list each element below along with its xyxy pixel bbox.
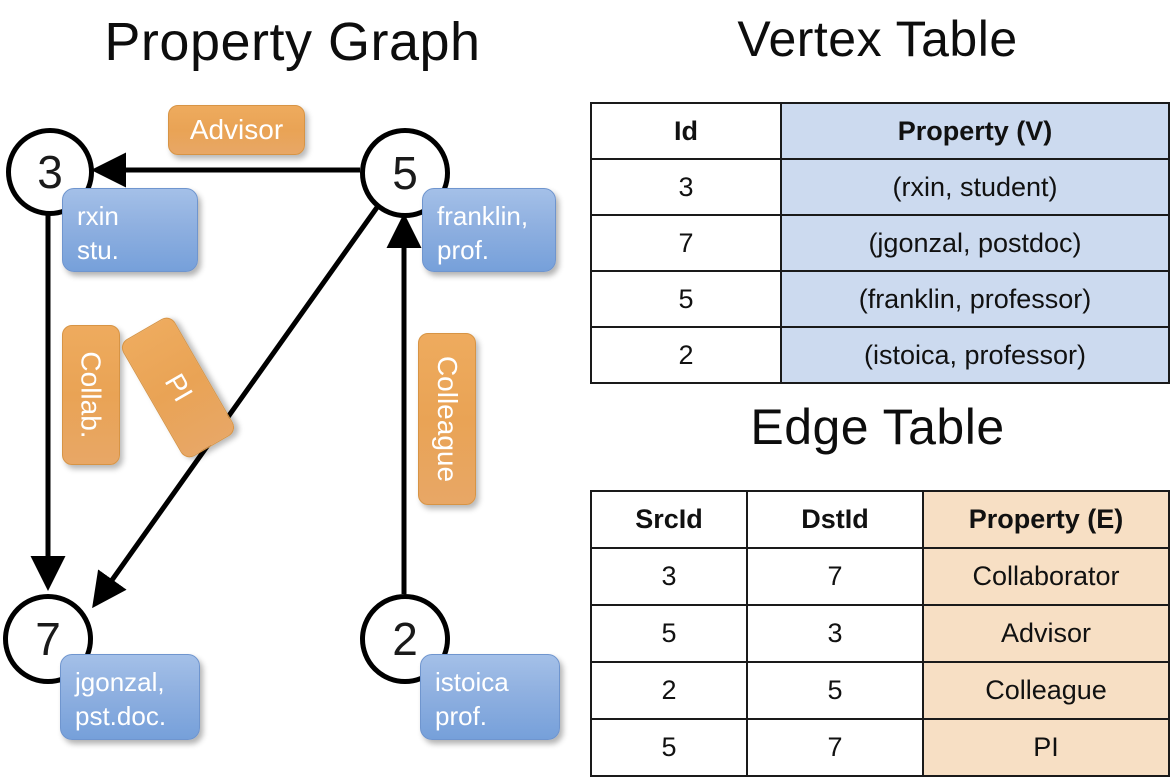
edge-table-header-row: SrcId DstId Property (E) <box>590 490 1170 549</box>
table-row[interactable]: 3 7 Collaborator <box>590 547 1170 606</box>
edge-cell-property: Advisor <box>922 604 1170 663</box>
edge-label-pi-text: PI <box>158 368 199 407</box>
graph-node-2-label: 2 <box>392 613 418 665</box>
vertex-cell-id: 2 <box>590 326 782 384</box>
edge-table-header-dstid: DstId <box>746 490 924 549</box>
edge-cell-property: Collaborator <box>922 547 1170 606</box>
edge-label-advisor: Advisor <box>168 105 305 155</box>
table-row[interactable]: 3 (rxin, student) <box>590 158 1170 216</box>
property-graph-diagram: 3 5 7 2 rxin stu. franklin, prof. jgonza… <box>0 0 585 760</box>
edge-table-header-srcid: SrcId <box>590 490 748 549</box>
edge-cell-dstid: 7 <box>746 718 924 777</box>
graph-node-5-label: 5 <box>392 147 418 199</box>
vertex-table-header-property: Property (V) <box>780 102 1170 160</box>
node-property-3-line1: rxin <box>77 201 119 231</box>
node-property-7-line2: pst.doc. <box>75 701 167 731</box>
edge-cell-dstid: 5 <box>746 661 924 720</box>
vertex-cell-property: (istoica, professor) <box>780 326 1170 384</box>
edge-label-colleague-text: Colleague <box>432 355 464 483</box>
node-property-7-line1: jgonzal, <box>75 667 165 697</box>
node-property-box-2: istoica prof. <box>420 654 560 740</box>
table-row[interactable]: 7 (jgonzal, postdoc) <box>590 214 1170 272</box>
vertex-table-header-row: Id Property (V) <box>590 102 1170 160</box>
node-property-box-3: rxin stu. <box>62 188 198 272</box>
node-property-2-line1: istoica <box>435 667 509 697</box>
edge-table-header-property: Property (E) <box>922 490 1170 549</box>
graph-edge-arrows <box>30 152 422 609</box>
edge-cell-srcid: 3 <box>590 547 748 606</box>
edge-cell-srcid: 5 <box>590 604 748 663</box>
table-row[interactable]: 5 7 PI <box>590 718 1170 777</box>
edge-label-collab-text: Collab. <box>76 351 108 439</box>
edge-table: SrcId DstId Property (E) 3 7 Collaborato… <box>590 490 1170 777</box>
vertex-cell-property: (rxin, student) <box>780 158 1170 216</box>
graph-node-2[interactable]: 2 <box>360 594 450 684</box>
graph-node-7-label: 7 <box>35 613 61 665</box>
vertex-table: Id Property (V) 3 (rxin, student) 7 (jgo… <box>590 102 1170 384</box>
edge-cell-property: Colleague <box>922 661 1170 720</box>
vertex-cell-id: 3 <box>590 158 782 216</box>
edge-label-collab: Collab. <box>62 325 120 465</box>
edge-cell-property: PI <box>922 718 1170 777</box>
page-title-vertex-table: Vertex Table <box>737 11 1018 67</box>
edge-cell-srcid: 2 <box>590 661 748 720</box>
edge-cell-dstid: 7 <box>746 547 924 606</box>
vertex-cell-id: 5 <box>590 270 782 328</box>
graph-node-3-label: 3 <box>37 146 63 198</box>
node-property-box-7: jgonzal, pst.doc. <box>60 654 200 740</box>
table-row[interactable]: 2 (istoica, professor) <box>590 326 1170 384</box>
node-property-3-line2: stu. <box>77 235 119 265</box>
table-row[interactable]: 5 (franklin, professor) <box>590 270 1170 328</box>
node-property-box-5: franklin, prof. <box>422 188 556 272</box>
vertex-cell-id: 7 <box>590 214 782 272</box>
edge-label-advisor-text: Advisor <box>189 114 284 145</box>
vertex-table-header-id: Id <box>590 102 782 160</box>
vertex-cell-property: (franklin, professor) <box>780 270 1170 328</box>
edge-cell-dstid: 3 <box>746 604 924 663</box>
edge-label-colleague: Colleague <box>418 333 476 505</box>
table-row[interactable]: 2 5 Colleague <box>590 661 1170 720</box>
node-property-5-line2: prof. <box>437 235 490 265</box>
node-property-5-line1: franklin, <box>437 201 529 231</box>
edge-cell-srcid: 5 <box>590 718 748 777</box>
vertex-cell-property: (jgonzal, postdoc) <box>780 214 1170 272</box>
page-title-edge-table: Edge Table <box>750 399 1005 455</box>
edge-arrow-5-to-7 <box>92 204 381 609</box>
table-row[interactable]: 5 3 Advisor <box>590 604 1170 663</box>
node-property-2-line2: prof. <box>435 701 488 731</box>
page-title-property-graph: Property Graph <box>104 12 481 72</box>
